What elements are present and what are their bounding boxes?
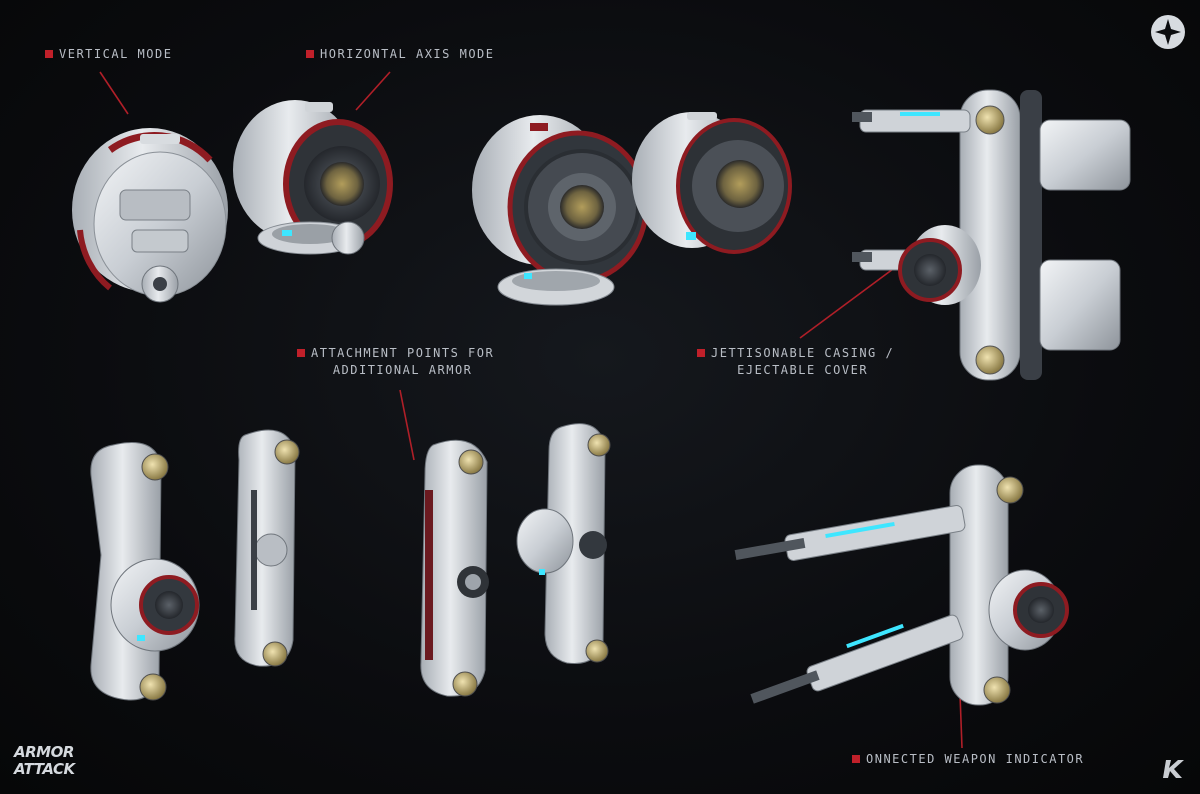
- armor-attack-logo: ARMOR ATTACK: [14, 743, 75, 782]
- pod-horizontal-axis-mode: [233, 100, 393, 255]
- label-marker: [852, 755, 860, 763]
- label-line-2: EJECTABLE COVER: [737, 363, 869, 377]
- logo-line-1: ARMOR: [14, 743, 74, 761]
- label-line-1: JETTISONABLE CASING /: [711, 346, 895, 360]
- label-text: ATTACHMENT POINTS FOR ADDITIONAL ARMOR: [311, 345, 494, 379]
- assembly-dual-weapon-bottom: [734, 464, 1069, 706]
- label-marker: [297, 349, 305, 357]
- label-line-2: ADDITIONAL ARMOR: [332, 363, 473, 377]
- leader-horizontal-axis: [355, 71, 391, 111]
- k-signature-icon: [1163, 760, 1184, 778]
- label-vertical-mode: VERTICAL MODE: [45, 46, 172, 63]
- label-horizontal-axis-mode: HORIZONTAL AXIS MODE: [306, 46, 495, 63]
- compass-star-icon: [1151, 15, 1185, 49]
- arm-with-pod-1: [90, 442, 200, 701]
- arm-with-attachment-points: [420, 439, 489, 697]
- label-marker: [45, 50, 53, 58]
- label-line-1: ATTACHMENT POINTS FOR: [311, 346, 495, 360]
- pod-front-view: [472, 115, 649, 306]
- label-text: JETTISONABLE CASING / EJECTABLE COVER: [711, 345, 894, 379]
- leader-vertical-mode: [99, 71, 129, 115]
- leader-attachment-points: [399, 389, 415, 461]
- label-jettisonable-casing: JETTISONABLE CASING / EJECTABLE COVER: [697, 345, 894, 379]
- label-text: VERTICAL MODE: [59, 47, 173, 61]
- label-marker: [697, 349, 705, 357]
- label-marker: [306, 50, 314, 58]
- assembly-dual-weapon-top: [852, 89, 1131, 381]
- label-attachment-points: ATTACHMENT POINTS FOR ADDITIONAL ARMOR: [297, 345, 494, 379]
- logo-line-2: ATTACK: [14, 760, 75, 778]
- label-text: ONNECTED WEAPON INDICATOR: [866, 752, 1085, 766]
- pod-side-view: [632, 112, 792, 254]
- label-text: HORIZONTAL AXIS MODE: [320, 47, 495, 61]
- pod-vertical-mode: [72, 128, 228, 303]
- arm-side-1: [234, 429, 300, 667]
- label-connected-weapon-indicator: ONNECTED WEAPON INDICATOR: [852, 751, 1084, 768]
- arm-with-pod-side: [516, 423, 611, 665]
